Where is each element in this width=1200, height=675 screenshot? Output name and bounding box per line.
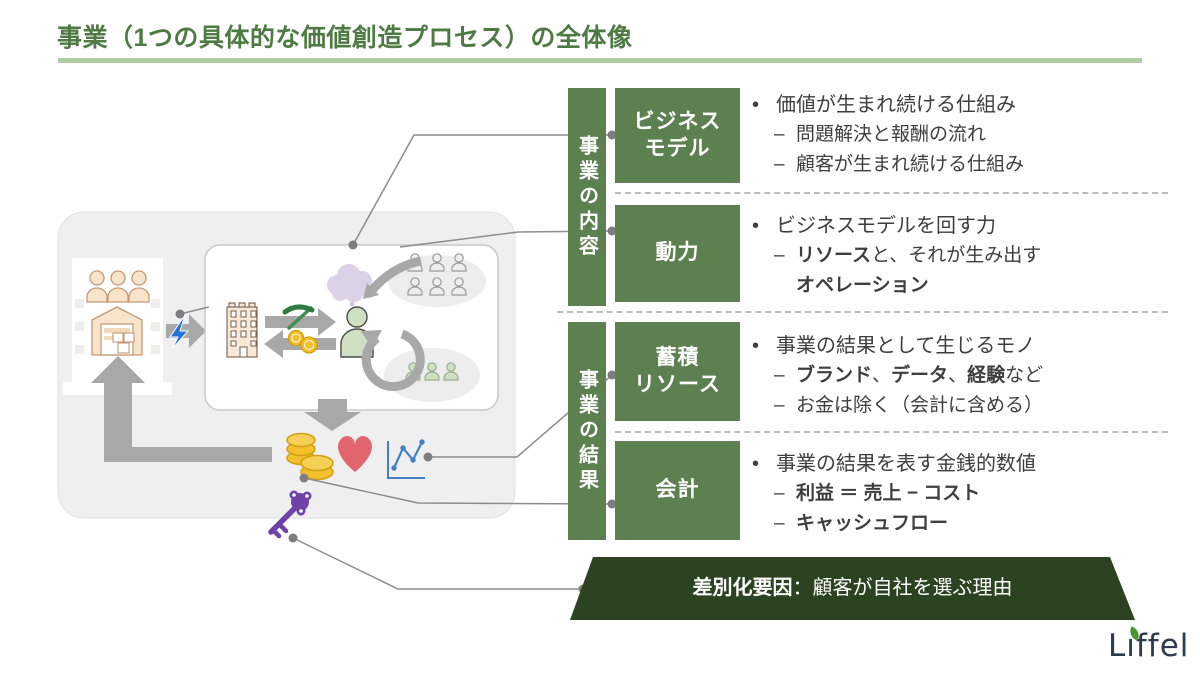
connector-accounting [303,477,613,505]
sub-bullet-text: キャッシュフロー [796,513,949,534]
sub-bullet: –キャッシュフロー [774,509,1182,539]
dashed-separator [615,431,1168,433]
connector-business-model [352,134,612,246]
content-box-accumulated-resources: 蓄積 リソース [615,322,740,421]
sub-bullet: –リソースと、それが生み出す オペレーション [774,241,1182,301]
title-underline [58,58,1142,63]
content-box-accounting: 会計 [615,441,740,540]
dash-marker: – [774,483,785,504]
pickaxe-icon [282,304,315,330]
liffel-logo: Lıffel [1108,626,1190,664]
customers-group-icon [388,253,486,307]
sub-bullet-text: ブランド、データ、経験など [796,365,1044,386]
results-feedback-arrow [91,356,272,462]
main-bullet: • ビジネスモデルを回す力 [752,211,1182,241]
main-bullet: • 事業の結果を表す金銭的数値 [752,449,1182,479]
warehouse-icon [91,306,143,356]
thought-cloud-icon [327,264,377,312]
customer-arrow [363,256,422,299]
sub-bullet-text: リソースと、それが生み出す オペレーション [796,245,1042,296]
sub-bullet-text: 問題解決と報酬の流れ [796,124,987,145]
value-arrow [265,308,336,336]
exchange-arrows [264,304,336,358]
dash-marker: – [774,513,785,534]
page-title: 事業（1つの具体的な価値創造プロセス）の全体像 [57,24,633,52]
dash-marker: – [774,124,785,145]
dashed-separator [557,311,1168,313]
sub-bullet-text: お金は除く（会計に含める） [796,395,1044,416]
members-group-icon [384,348,480,402]
bullet-marker: • [752,215,760,237]
main-bullet-text: 事業の結果を表す金銭的数値 [776,453,1036,475]
differentiator-banner: 差別化要因：顧客が自社を選ぶ理由 [570,557,1135,620]
section-bar-business-content: 事業の内容 [568,88,606,306]
bullet-marker: • [752,453,760,475]
bullet-block-accumulated-resources: •事業の結果として生じるモノ–ブランド、データ、経験など–お金は除く（会計に含め… [752,331,1182,421]
cycle-arrow [361,329,425,392]
factory-icon [63,258,172,395]
content-box-business-model: ビジネス モデル [615,88,740,183]
bullet-block-accounting: •事業の結果を表す金銭的数値–利益 ＝ 売上 − コスト–キャッシュフロー [752,449,1182,539]
connector-key [292,537,583,590]
bullet-block-power: • ビジネスモデルを回す力 –リソースと、それが生み出す オペレーション [752,211,1182,301]
chart-icon [387,439,425,479]
sub-bullet: –問題解決と報酬の流れ [774,120,1182,150]
main-bullet-text: 価値が生まれ続ける仕組み [776,94,1016,116]
dash-marker: – [774,365,785,386]
banner-rest: ：顧客が自社を選ぶ理由 [792,577,1013,599]
banner-lead: 差別化要因 [692,577,793,599]
content-box-power: 動力 [615,205,740,302]
sub-bullet: –顧客が生まれ続ける仕組み [774,150,1182,180]
section-bar-business-results: 事業の結果 [568,322,606,540]
main-bullet: • 事業の結果として生じるモノ [752,331,1182,361]
bullet-marker: • [752,94,760,116]
dashed-separator [615,192,1168,194]
dash-marker: – [774,245,785,266]
connector-lightning [179,306,210,315]
sub-bullet-text: 利益 ＝ 売上 − コスト [796,483,981,504]
sub-bullet: –利益 ＝ 売上 − コスト [774,479,1182,509]
logo-text: Lıffel [1108,628,1190,664]
key-icon [268,490,312,539]
building-icon [226,302,258,358]
dash-marker: – [774,395,785,416]
coins-small-icon [287,329,318,354]
heart-icon [338,435,372,472]
lightning-icon [169,314,190,350]
main-bullet: • 価値が生まれ続ける仕組み [752,90,1182,120]
sub-bullet: –ブランド、データ、経験など [774,361,1182,391]
bullet-block-business-model: •価値が生まれ続ける仕組み–問題解決と報酬の流れ–顧客が生まれ続ける仕組み [752,90,1182,180]
main-bullet-text: 事業の結果として生じるモノ [776,335,1036,357]
output-arrow [304,399,361,431]
sub-bullet-text: 顧客が生まれ続ける仕組み [796,154,1025,175]
sub-bullet: –お金は除く（会計に含める） [774,391,1182,421]
main-bullet-text: ビジネスモデルを回す力 [776,215,996,237]
dash-marker: – [774,154,785,175]
workers-icon [86,270,150,303]
bullet-marker: • [752,335,760,357]
coins-icon [286,432,334,481]
